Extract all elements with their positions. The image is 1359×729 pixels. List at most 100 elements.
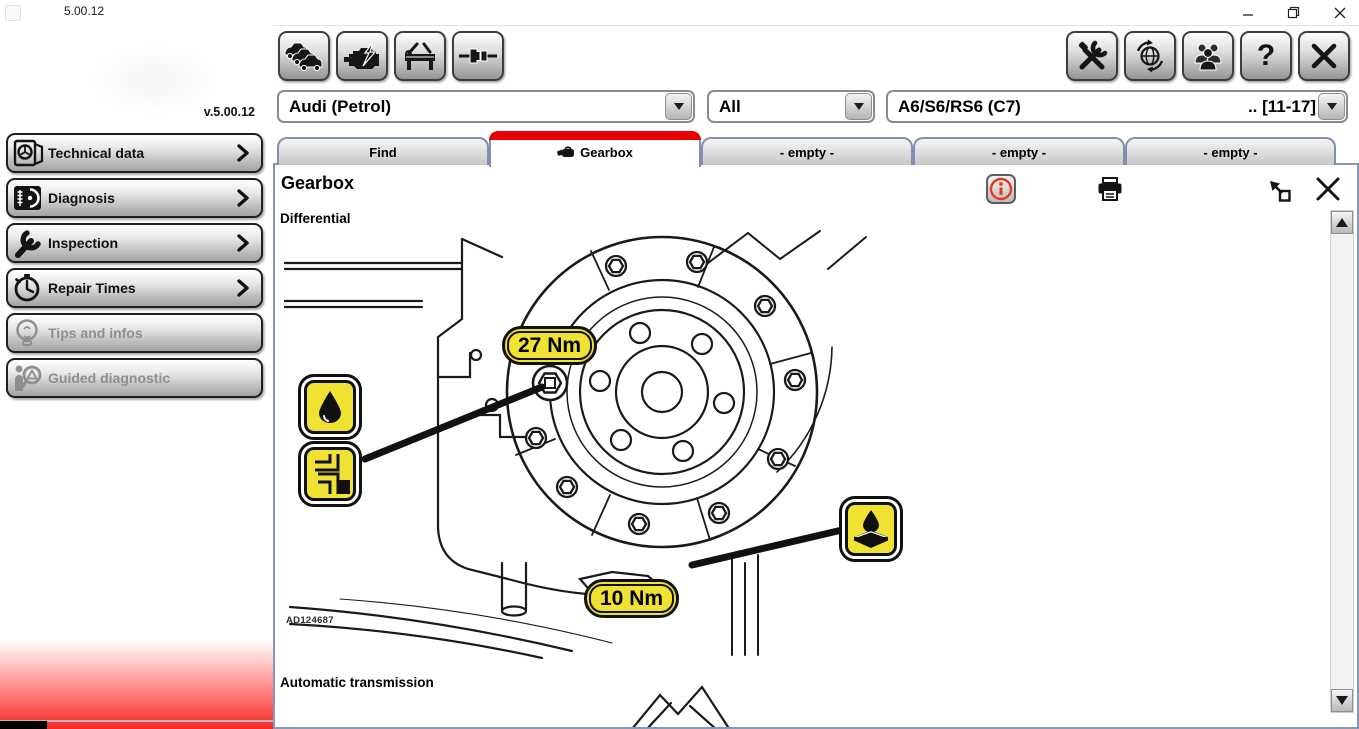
tips-icon [8,318,48,348]
tab-label: - empty - [991,144,1047,160]
group-select-arrow-button[interactable] [845,93,872,120]
sidebar-item-technical-data[interactable]: Technical data [6,133,263,173]
make-select[interactable]: Audi (Petrol) [277,90,695,123]
oil-filler-symbol [298,374,362,440]
sidebar-item-diagnosis[interactable]: Diagnosis [6,178,263,218]
repair-times-icon [8,273,48,303]
group-select[interactable]: All [707,90,875,123]
tab-label: Find [369,144,397,160]
differential-diagram [283,230,867,727]
sidebar-item-label: Technical data [48,145,145,161]
close-x-icon [1311,43,1337,69]
vehicle-selection-button[interactable] [278,31,330,81]
sidebar-item-repair-times[interactable]: Repair Times [6,268,263,308]
content-panel: Gearbox [273,163,1359,729]
torque-label-10nm: 10 Nm [584,579,680,618]
print-button[interactable] [1097,177,1123,203]
sidebar-item-label: Inspection [48,235,119,251]
tab-label: - empty - [779,144,835,160]
model-select[interactable]: A6/S6/RS6 (C7) .. [11-17] [886,90,1348,123]
model-select-value: A6/S6/RS6 (C7) [898,96,1021,116]
close-icon [1334,7,1346,18]
contacts-button[interactable] [1182,31,1234,81]
tab-empty-1[interactable]: - empty - [701,137,913,165]
settings-button[interactable] [1066,31,1118,81]
chevron-right-icon [237,189,249,207]
window-title: 5.00.12 [64,4,105,18]
tab-gearbox[interactable]: Gearbox [489,131,701,167]
chevron-right-icon [237,279,249,297]
oil-level-symbol [298,441,362,507]
resize-button[interactable] [1268,179,1292,203]
online-update-button[interactable] [1124,31,1176,81]
section-title-automatic-transmission: Automatic transmission [280,675,434,690]
brand-red-gradient [0,640,273,729]
make-select-arrow-button[interactable] [665,93,692,120]
sidebar-item-guided-diagnostic: Guided diagnostic [6,358,263,398]
technical-data-icon [8,138,48,168]
oil-drop-icon [319,391,341,423]
chevron-down-icon [1326,103,1337,110]
scroll-up-button[interactable] [1331,211,1353,234]
group-select-value: All [719,96,741,116]
guided-diagnostic-icon [8,363,48,393]
restore-icon [1287,6,1299,19]
workshop-equipment-button[interactable] [394,31,446,81]
tab-label: Gearbox [580,145,633,160]
people-icon [1194,43,1222,71]
printer-icon [1098,177,1122,201]
tab-empty-3[interactable]: - empty - [1125,137,1336,165]
arrow-down-icon [1336,696,1348,705]
version-label: v.5.00.12 [203,105,255,119]
cars-icon [284,42,323,72]
app-icon [5,5,21,21]
torque-label-27nm: 27 Nm [502,326,598,365]
chevron-down-icon [853,103,864,110]
engine-diagnosis-button[interactable] [336,31,388,81]
engine-lightning-icon [344,41,379,69]
sidebar-item-label: Tips and infos [48,325,143,341]
sidebar-item-tips-and-infos: Tips and infos [6,313,263,353]
tools-icon [1078,40,1108,70]
globe-sync-icon [1136,39,1164,73]
scroll-down-button[interactable] [1331,689,1353,712]
help-button[interactable]: ? [1240,31,1292,81]
minimize-icon [1243,13,1253,16]
vertical-scrollbar[interactable] [1330,210,1354,713]
close-window-button[interactable] [1323,0,1357,25]
section-title-differential: Differential [280,211,351,226]
sidebar-item-label: Diagnosis [48,190,115,206]
restore-button[interactable] [1276,0,1310,25]
model-select-arrow-button[interactable] [1318,93,1345,120]
info-icon [989,177,1013,201]
connector-icon [459,48,497,64]
resize-arrow-icon [1270,181,1291,202]
left-panel: v.5.00.12 Technical data [0,25,273,729]
minimize-button[interactable] [1231,0,1265,25]
inspection-icon [8,228,48,258]
torque-value: 27 Nm [507,331,593,360]
tab-empty-2[interactable]: - empty - [913,137,1125,165]
sidebar-item-label: Repair Times [48,280,136,296]
sidebar-item-label: Guided diagnostic [48,370,171,386]
gearbox-icon [557,146,576,159]
sidebar-item-inspection[interactable]: Inspection [6,223,263,263]
question-icon: ? [1256,39,1276,72]
oil-drain-symbol [839,496,903,562]
chevron-down-icon [673,103,684,110]
info-button[interactable] [986,174,1016,204]
page-title: Gearbox [281,173,355,193]
oil-pipe-icon [315,454,350,494]
exit-button[interactable] [1298,31,1350,81]
tab-find[interactable]: Find [277,137,489,165]
torque-value: 10 Nm [589,584,675,613]
connector-button[interactable] [452,31,504,81]
make-select-value: Audi (Petrol) [289,96,391,116]
figure-code: AD124687 [286,615,334,626]
arrow-up-icon [1336,218,1348,227]
close-content-button[interactable] [1314,175,1342,203]
workbench-icon [405,42,435,70]
chevron-right-icon [237,144,249,162]
chevron-right-icon [237,234,249,252]
close-icon [1316,177,1340,201]
